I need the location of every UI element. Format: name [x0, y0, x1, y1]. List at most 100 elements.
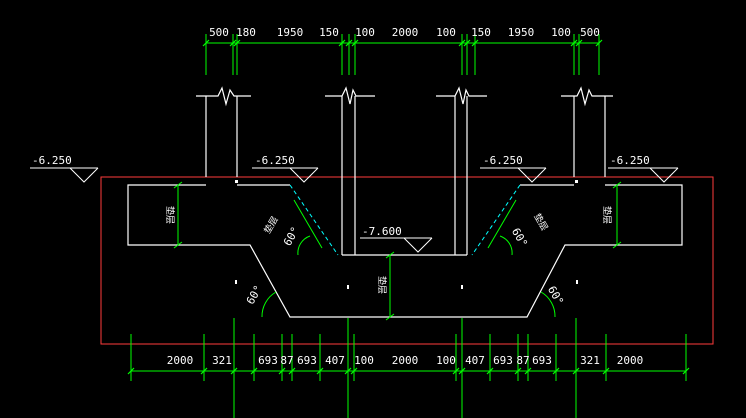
center-mark: [235, 280, 237, 284]
bottom-dim-label: 87: [516, 354, 529, 367]
elevation-labels: -6.250 -6.250 -6.250 -6.250 -7.600: [32, 154, 650, 238]
top-dim-label: 1950: [277, 26, 304, 39]
top-dim-label: 100: [551, 26, 571, 39]
center-mark: [235, 180, 238, 183]
top-dim-label: 150: [319, 26, 339, 39]
label-center-pit: 垫层: [376, 276, 388, 294]
angle-arcs: [261, 235, 556, 318]
right-slope-depth: [487, 199, 517, 249]
bottom-dim-ticks: [127, 367, 690, 375]
tick: [278, 367, 286, 375]
tick: [602, 367, 610, 375]
bottom-dim-label: 693: [532, 354, 552, 367]
tick: [514, 367, 522, 375]
elev-triangle: [517, 167, 547, 183]
excavation-profile: [127, 184, 683, 318]
excavation-outline: [100, 176, 714, 345]
tick: [288, 367, 296, 375]
tick: [316, 367, 324, 375]
center-pit-depth-tick: [385, 313, 395, 321]
top-dim-label: 150: [471, 26, 491, 39]
tick: [229, 39, 237, 47]
top-dim-label: 100: [355, 26, 375, 39]
tick: [486, 367, 494, 375]
tick: [452, 367, 460, 375]
elev-right-inner: -6.250: [483, 154, 523, 167]
tick: [345, 39, 353, 47]
lower-left-arc: [261, 291, 277, 318]
top-dim-label: 2000: [392, 26, 419, 39]
elev-triangle: [69, 167, 99, 183]
tick: [350, 367, 358, 375]
bottom-dim-label: 100: [354, 354, 374, 367]
center-pit-depth-tick: [385, 251, 395, 259]
tick: [570, 39, 578, 47]
top-dim-label: 180: [236, 26, 256, 39]
bottom-dim-label: 87: [280, 354, 293, 367]
left-wall-break: [196, 86, 251, 107]
bottom-dim-label: 2000: [617, 354, 644, 367]
center-mark: [575, 180, 578, 183]
elev-left-outer: -6.250: [32, 154, 72, 167]
tick: [552, 367, 560, 375]
tick: [351, 39, 359, 47]
center-mark: [576, 280, 578, 284]
tick: [575, 39, 583, 47]
construction-lines: [289, 184, 521, 256]
top-dim-label: 500: [209, 26, 229, 39]
top-dim-ticks: [202, 39, 603, 47]
right-slope-construction: [471, 184, 521, 256]
upper-left-arc: [297, 235, 311, 256]
tick: [200, 367, 208, 375]
depth-dimensions: [173, 181, 622, 321]
bottom-dim-label: 2000: [167, 354, 194, 367]
bottom-dimension-chain: [130, 318, 687, 418]
tick: [127, 367, 135, 375]
tick: [458, 367, 466, 375]
tick: [338, 39, 346, 47]
tick: [250, 367, 258, 375]
top-dimension-chain: [205, 34, 600, 75]
bottom-dim-label: 321: [212, 354, 232, 367]
tick: [572, 367, 580, 375]
left-step-depth-tick: [173, 181, 183, 189]
left-slope-depth: [293, 199, 323, 249]
bottom-dim-label: 407: [325, 354, 345, 367]
tick: [458, 39, 466, 47]
elev-triangle: [649, 167, 679, 183]
tick: [682, 367, 690, 375]
elevation-markers: [30, 167, 679, 253]
elev-right-outer: -6.250: [610, 154, 650, 167]
top-dim-label: 500: [580, 26, 600, 39]
center-marks: [235, 180, 578, 289]
bottom-dim-labels: 2000 321 693 87 693 407 100 2000 100 407…: [167, 354, 644, 367]
bottom-dim-label: 407: [465, 354, 485, 367]
right-step-depth-tick: [612, 181, 622, 189]
tick: [595, 39, 603, 47]
center-mark: [347, 285, 349, 289]
bottom-dim-label: 100: [436, 354, 456, 367]
lower-right-arc: [540, 291, 556, 318]
elev-triangle: [289, 167, 319, 183]
top-dim-labels: 500 180 1950 150 100 2000 100 150 1950 1…: [209, 26, 600, 39]
right-step-depth-tick: [612, 241, 622, 249]
tick: [524, 367, 532, 375]
top-dim-label: 1950: [508, 26, 535, 39]
left-step-profile: [127, 184, 683, 318]
center-mark: [461, 285, 463, 289]
bottom-dim-label: 693: [297, 354, 317, 367]
left-slope-construction: [289, 184, 339, 256]
elev-left-inner: -6.250: [255, 154, 295, 167]
label-left-step: 垫层: [164, 206, 176, 224]
tick: [463, 39, 471, 47]
bottom-dim-label: 693: [258, 354, 278, 367]
top-dim-label: 100: [436, 26, 456, 39]
tick: [344, 367, 352, 375]
elev-pit-bottom: -7.600: [362, 225, 402, 238]
left-step-depth-tick: [173, 241, 183, 249]
right-wall-break: [561, 86, 613, 107]
elev-triangle: [403, 237, 433, 253]
label-right-step: 垫层: [601, 206, 613, 224]
